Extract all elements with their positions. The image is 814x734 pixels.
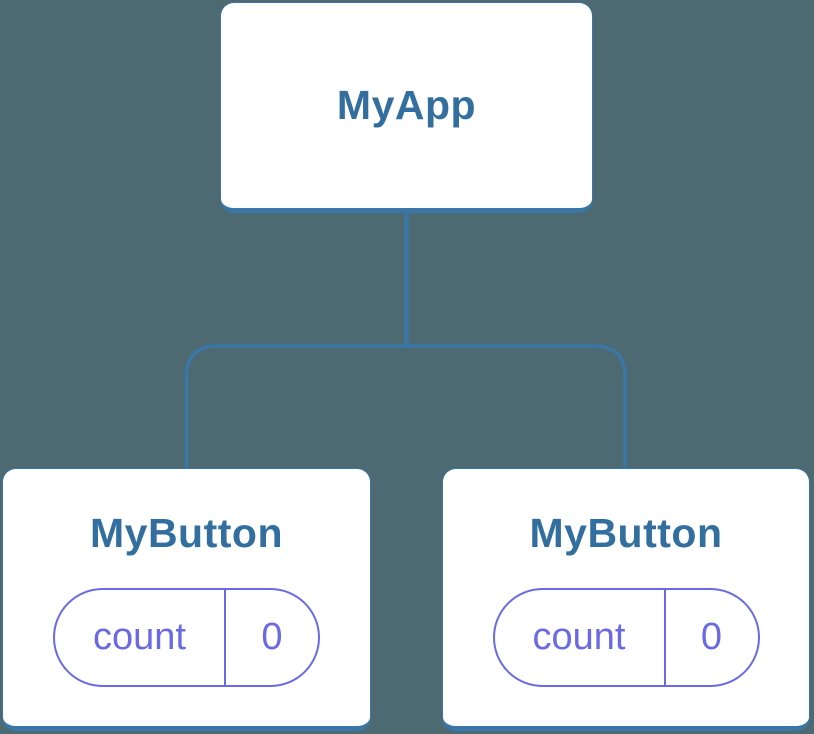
children-bracket-line xyxy=(184,344,627,470)
state-value: 0 xyxy=(261,616,283,659)
state-pill: count 0 xyxy=(492,588,760,688)
state-pill-divider xyxy=(663,590,666,686)
node-myapp-label: MyApp xyxy=(336,81,477,128)
node-mybutton-right-label: MyButton xyxy=(529,510,723,556)
node-myapp: MyApp xyxy=(220,2,593,213)
state-pill-divider xyxy=(224,590,226,686)
state-key-label: count xyxy=(532,616,626,659)
node-mybutton-left-label: MyButton xyxy=(89,510,283,556)
state-value: 0 xyxy=(700,616,723,659)
state-pill: count 0 xyxy=(53,588,320,688)
node-mybutton-left: MyButton count 0 xyxy=(2,468,371,731)
node-mybutton-right: MyButton count 0 xyxy=(442,468,810,731)
state-key-label: count xyxy=(93,616,186,659)
